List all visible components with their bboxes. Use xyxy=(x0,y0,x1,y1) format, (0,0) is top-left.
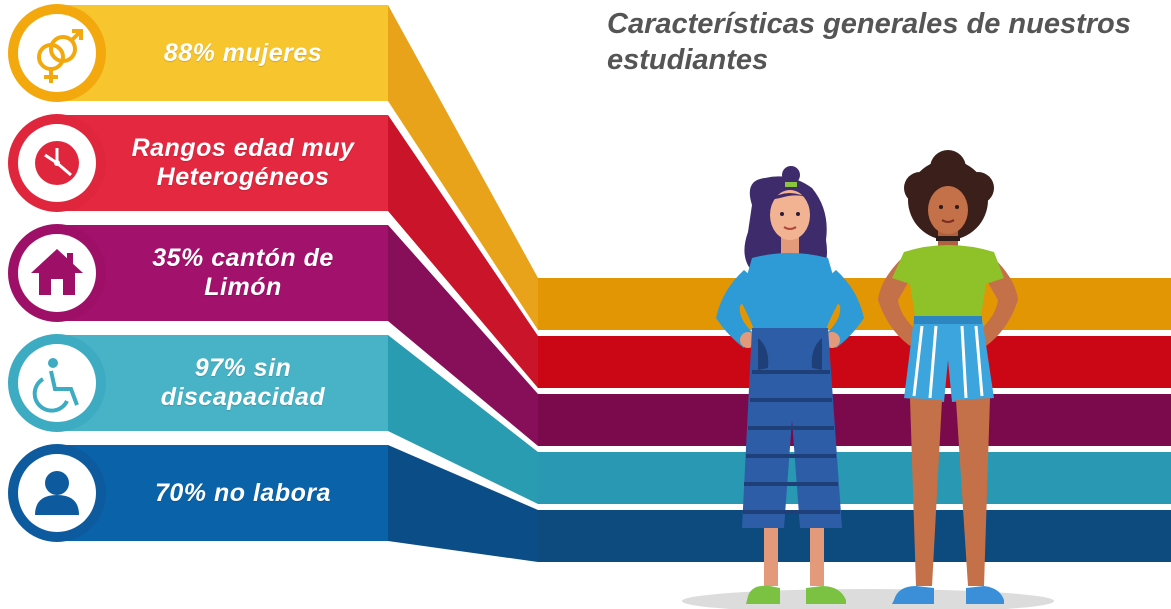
ribbon-front xyxy=(50,335,388,431)
ribbon-band xyxy=(538,510,1171,562)
stat-label: 97% sin discapacidad xyxy=(160,354,326,411)
stat-label: Rangos edad muy Heterogéneos xyxy=(131,134,355,191)
ribbon-side xyxy=(388,225,538,446)
ribbon-front xyxy=(50,5,388,101)
user-icon xyxy=(35,471,79,515)
ribbon-front xyxy=(50,115,388,211)
woman-right-illustration xyxy=(878,150,1018,604)
page-title: Características generales de nuestros es… xyxy=(607,8,1131,76)
ribbon-band xyxy=(538,336,1171,388)
ribbon-side xyxy=(388,5,538,330)
icon-disc xyxy=(18,14,96,92)
stat-label: 70% no labora xyxy=(155,478,331,507)
ribbon-front xyxy=(50,445,388,541)
stat-label: 35% cantón de Limón xyxy=(152,244,334,301)
clock-icon xyxy=(31,137,83,189)
ribbon-band xyxy=(538,394,1171,446)
ribbon-side xyxy=(388,335,538,504)
wheelchair-icon xyxy=(32,358,79,413)
house-icon xyxy=(31,249,83,295)
ribbon-front xyxy=(50,225,388,321)
woman-left-illustration xyxy=(716,166,864,604)
gender-icon xyxy=(37,29,83,83)
ribbon-band xyxy=(538,452,1171,504)
ribbon-side xyxy=(388,115,538,388)
stat-label: 88% mujeres xyxy=(163,38,323,67)
ribbon-side xyxy=(388,445,538,562)
